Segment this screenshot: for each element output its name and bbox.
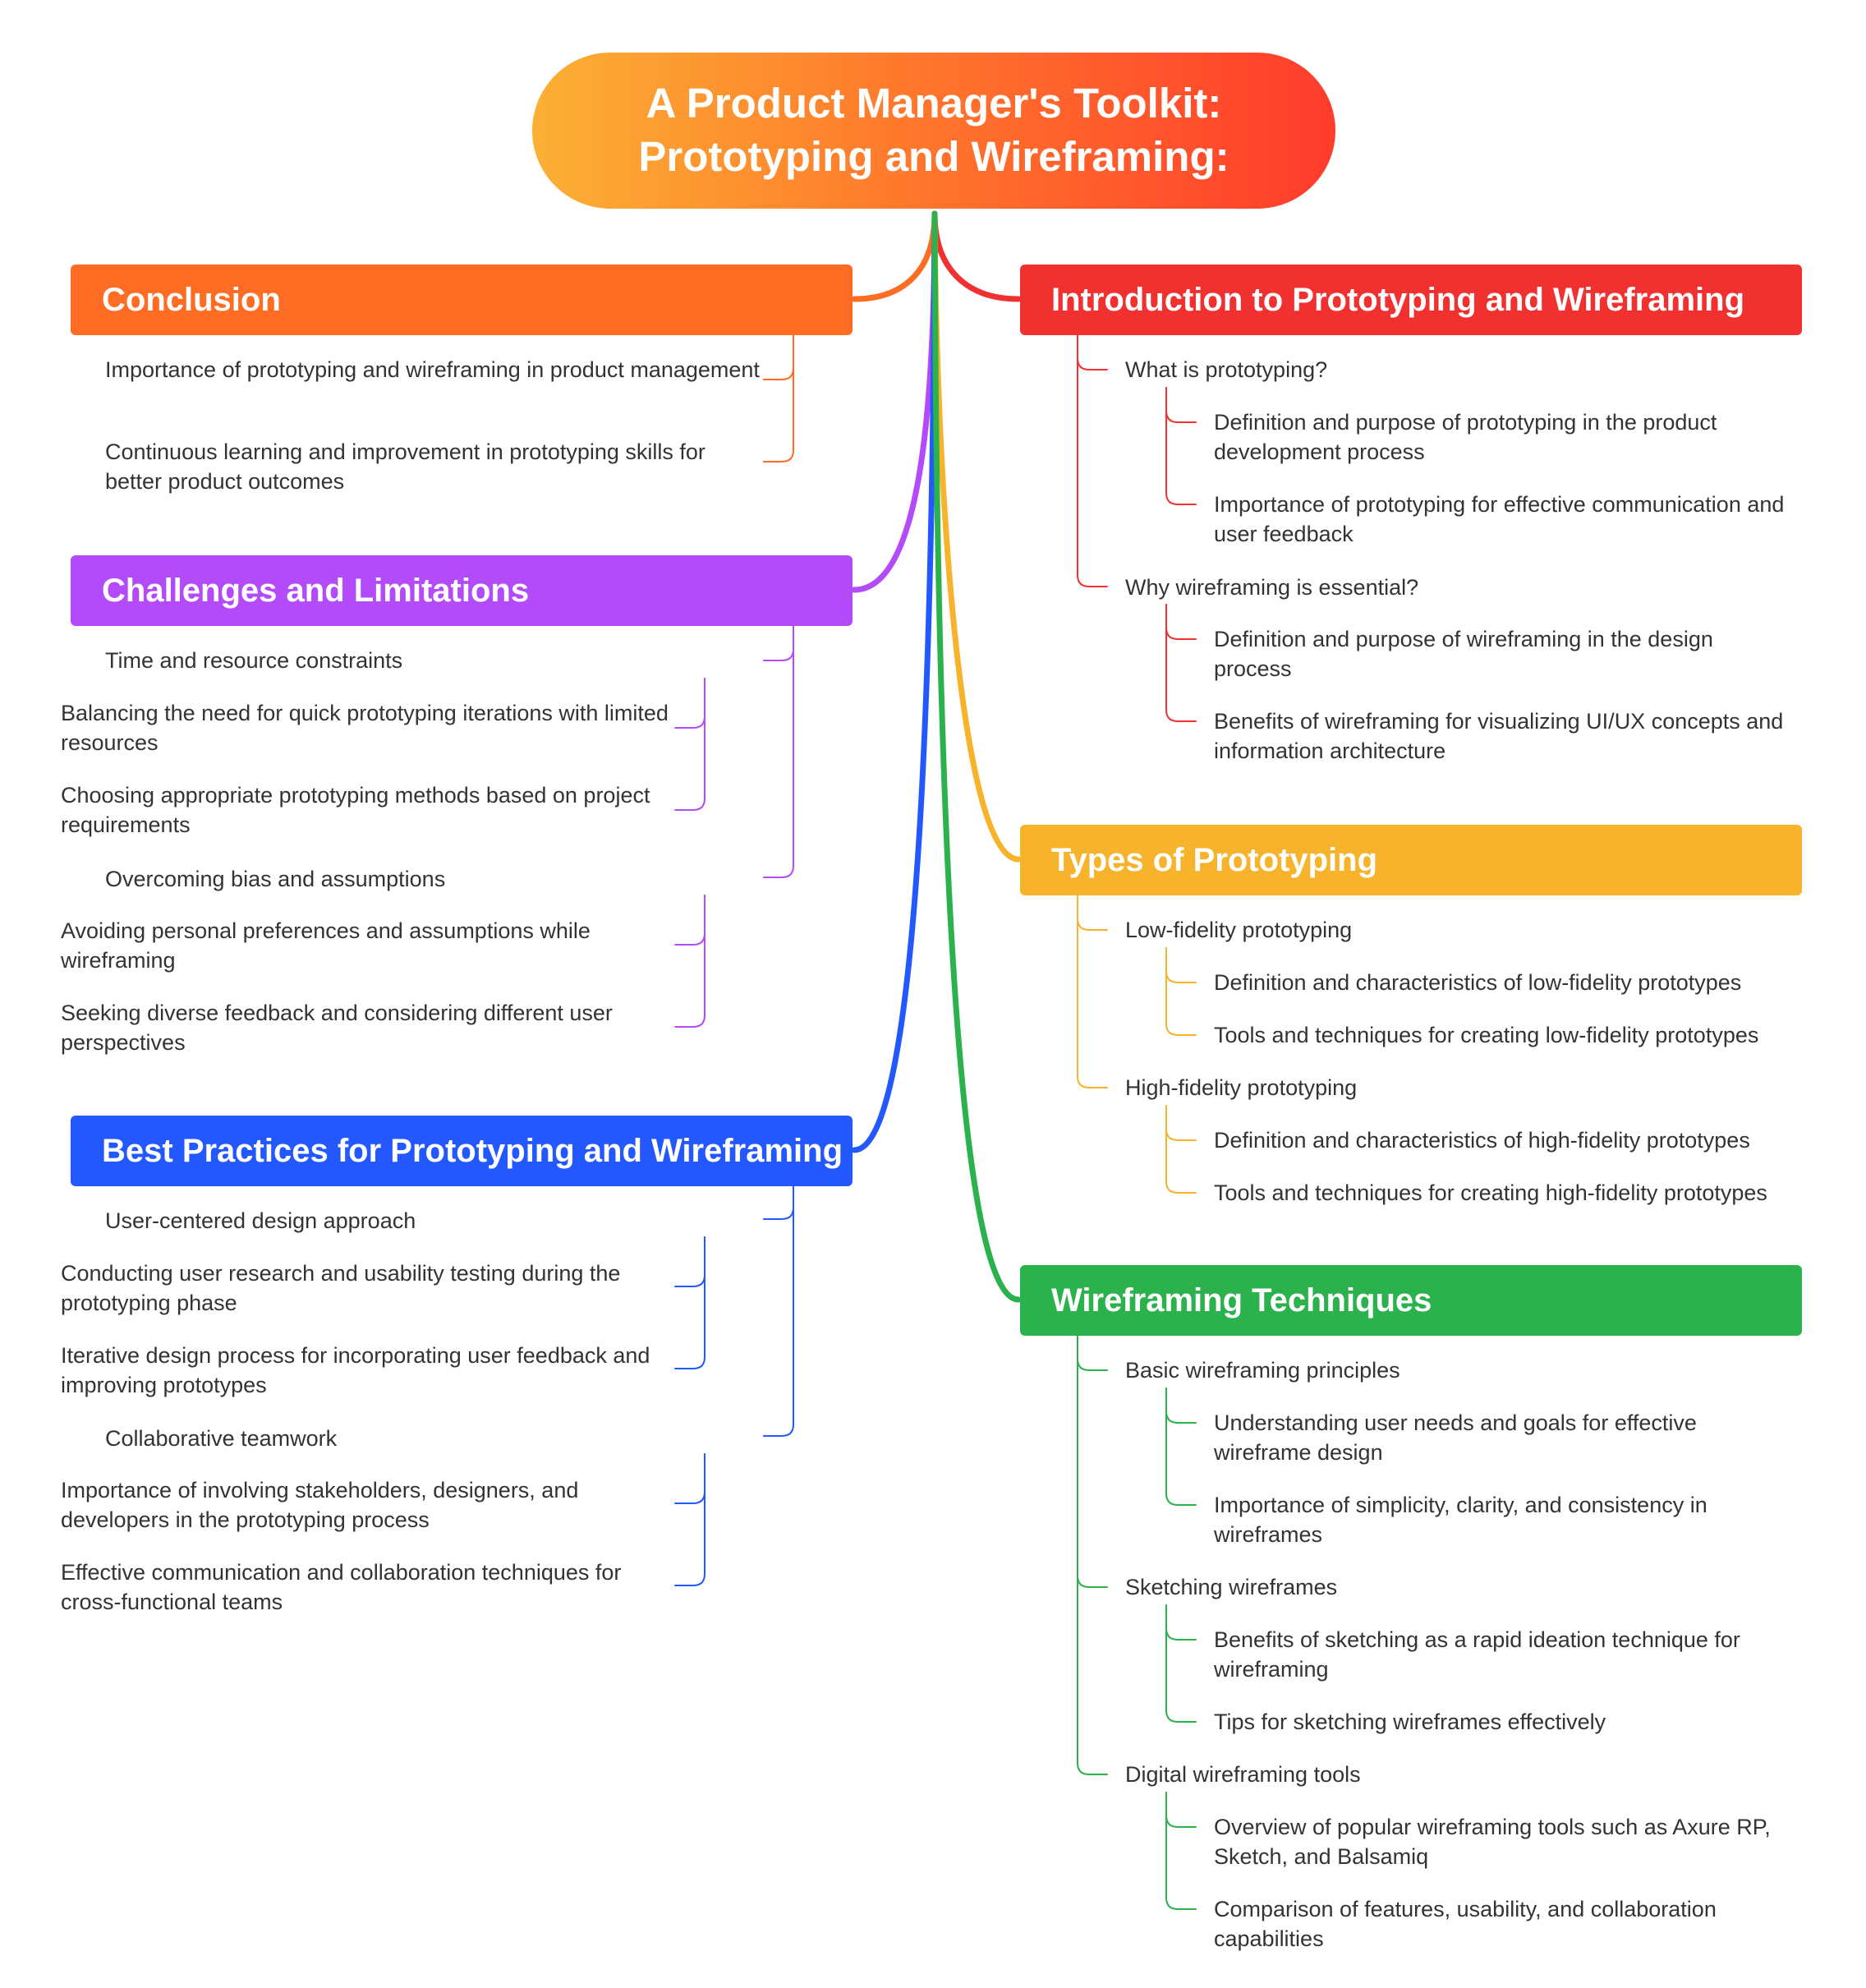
- types-item-high-definition[interactable]: Definition and characteristics of high-f…: [1214, 1128, 1750, 1153]
- challenges-subtopic-bias[interactable]: Overcoming bias and assumptions: [105, 867, 446, 891]
- bracket-types-1: [1077, 895, 1108, 1088]
- best-practices-item-communication[interactable]: Effective communication and collaboratio…: [61, 1560, 622, 1614]
- central-topic[interactable]: A Product Manager's Toolkit: Prototyping…: [532, 53, 1335, 209]
- challenges-item-seeking[interactable]: Seeking diverse feedback and considering…: [61, 1001, 613, 1055]
- branch-challenges-label: Challenges and Limitations: [102, 572, 530, 609]
- bracket-challenges-time-1: [674, 678, 705, 811]
- bracket-types-low-0: [1165, 947, 1197, 983]
- bracket-types-low-1: [1165, 947, 1197, 1036]
- bracket-tech-2: [1077, 1335, 1108, 1775]
- bracket-types-0: [1077, 895, 1108, 931]
- central-topic-line-2: Prototyping and Wireframing:: [638, 133, 1229, 180]
- techniques-item-understanding[interactable]: Understanding user needs and goals for e…: [1214, 1410, 1697, 1465]
- techniques-item-tips-sketching[interactable]: Tips for sketching wireframes effectivel…: [1214, 1710, 1606, 1734]
- challenges-item-balancing[interactable]: Balancing the need for quick prototyping…: [61, 701, 669, 755]
- bracket-challenges-0: [763, 625, 794, 661]
- branch-conclusion-label: Conclusion: [102, 281, 281, 318]
- introduction-item-importance-prototyping[interactable]: Importance of prototyping for effective …: [1214, 492, 1785, 546]
- bracket-conclusion-0: [763, 334, 794, 380]
- central-topic-line-1: A Product Manager's Toolkit:: [646, 80, 1222, 127]
- bracket-tech-0: [1077, 1335, 1108, 1371]
- branch-types[interactable]: Types of Prototyping: [1020, 825, 1802, 895]
- branch-best-practices-label: Best Practices for Prototyping and Wiref…: [102, 1132, 843, 1169]
- challenges-item-avoiding[interactable]: Avoiding personal preferences and assump…: [61, 918, 591, 973]
- techniques-subtopic-digital-tools[interactable]: Digital wireframing tools: [1125, 1762, 1361, 1787]
- branch-introduction[interactable]: Introduction to Prototyping and Wirefram…: [1020, 265, 1802, 335]
- bracket-intro-wire-1: [1165, 604, 1197, 722]
- challenges-subtopic-time[interactable]: Time and resource constraints: [105, 648, 403, 673]
- bracket-intro-0: [1077, 334, 1108, 370]
- bracket-tech-1: [1077, 1335, 1108, 1588]
- introduction-item-benefits-wireframing[interactable]: Benefits of wireframing for visualizing …: [1214, 709, 1784, 763]
- bracket-tech-digital-1: [1165, 1792, 1197, 1910]
- introduction-subtopic-prototyping[interactable]: What is prototyping?: [1125, 357, 1328, 382]
- types-item-low-definition[interactable]: Definition and characteristics of low-fi…: [1214, 970, 1742, 995]
- bracket-best-team-1: [674, 1453, 705, 1586]
- bracket-tech-principles-1: [1165, 1387, 1197, 1506]
- types-subtopic-low-fidelity[interactable]: Low-fidelity prototyping: [1125, 918, 1353, 942]
- branch-introduction-label: Introduction to Prototyping and Wirefram…: [1051, 281, 1745, 318]
- bracket-best-user-1: [674, 1236, 705, 1369]
- bracket-intro-wire-0: [1165, 604, 1197, 640]
- bracket-conclusion-1: [763, 334, 794, 462]
- connector-types: [931, 210, 1022, 863]
- techniques-item-comparison[interactable]: Comparison of features, usability, and c…: [1214, 1897, 1717, 1951]
- bracket-tech-digital-0: [1165, 1792, 1197, 1828]
- connector-techniques: [931, 210, 1022, 1303]
- introduction-subtopic-wireframing[interactable]: Why wireframing is essential?: [1125, 575, 1419, 600]
- techniques-item-simplicity[interactable]: Importance of simplicity, clarity, and c…: [1214, 1493, 1707, 1547]
- connector-best-practices: [851, 210, 938, 1153]
- branch-best-practices[interactable]: Best Practices for Prototyping and Wiref…: [71, 1116, 853, 1186]
- bracket-challenges-bias-1: [674, 895, 705, 1028]
- best-practices-subtopic-user-centered[interactable]: User-centered design approach: [105, 1208, 416, 1233]
- bracket-challenges-bias-0: [674, 895, 705, 946]
- branch-techniques-label: Wireframing Techniques: [1051, 1282, 1432, 1318]
- bracket-tech-principles-0: [1165, 1387, 1197, 1424]
- branch-conclusion[interactable]: Conclusion: [71, 265, 853, 335]
- bracket-intro-proto-1: [1165, 387, 1197, 505]
- introduction-item-definition-wireframing[interactable]: Definition and purpose of wireframing in…: [1214, 627, 1713, 681]
- conclusion-item-2[interactable]: Continuous learning and improvement in p…: [105, 439, 705, 494]
- branch-types-label: Types of Prototyping: [1051, 841, 1378, 878]
- bracket-types-high-1: [1165, 1105, 1197, 1194]
- bracket-tech-sketch-1: [1165, 1604, 1197, 1723]
- introduction-item-definition-prototyping[interactable]: Definition and purpose of prototyping in…: [1214, 410, 1717, 464]
- best-practices-item-involving[interactable]: Importance of involving stakeholders, de…: [61, 1478, 579, 1532]
- conclusion-item-1[interactable]: Importance of prototyping and wireframin…: [105, 357, 760, 382]
- bracket-tech-sketch-0: [1165, 1604, 1197, 1641]
- connector-conclusion: [851, 210, 938, 302]
- bracket-best-1: [763, 1185, 794, 1437]
- challenges-item-choosing[interactable]: Choosing appropriate prototyping methods…: [61, 783, 650, 837]
- best-practices-item-iterative[interactable]: Iterative design process for incorporati…: [61, 1343, 650, 1397]
- techniques-item-overview-tools[interactable]: Overview of popular wireframing tools su…: [1214, 1815, 1771, 1869]
- bracket-types-high-0: [1165, 1105, 1197, 1141]
- bracket-intro-1: [1077, 334, 1108, 587]
- types-item-high-tools[interactable]: Tools and techniques for creating high-f…: [1214, 1180, 1767, 1205]
- best-practices-subtopic-teamwork[interactable]: Collaborative teamwork: [105, 1426, 338, 1451]
- bracket-challenges-1: [763, 625, 794, 878]
- branch-techniques[interactable]: Wireframing Techniques: [1020, 1265, 1802, 1336]
- bracket-best-user-0: [674, 1236, 705, 1287]
- connector-introduction: [931, 210, 1022, 302]
- bracket-best-0: [763, 1185, 794, 1220]
- bracket-best-team-0: [674, 1453, 705, 1504]
- types-item-low-tools[interactable]: Tools and techniques for creating low-fi…: [1214, 1023, 1759, 1047]
- bracket-intro-proto-0: [1165, 387, 1197, 423]
- best-practices-item-research[interactable]: Conducting user research and usability t…: [61, 1261, 621, 1315]
- techniques-subtopic-principles[interactable]: Basic wireframing principles: [1125, 1358, 1400, 1383]
- types-subtopic-high-fidelity[interactable]: High-fidelity prototyping: [1125, 1075, 1358, 1100]
- techniques-subtopic-sketching[interactable]: Sketching wireframes: [1125, 1575, 1338, 1599]
- bracket-challenges-time-0: [674, 678, 705, 729]
- branch-challenges[interactable]: Challenges and Limitations: [71, 555, 853, 626]
- techniques-item-benefits-sketching[interactable]: Benefits of sketching as a rapid ideatio…: [1214, 1627, 1740, 1682]
